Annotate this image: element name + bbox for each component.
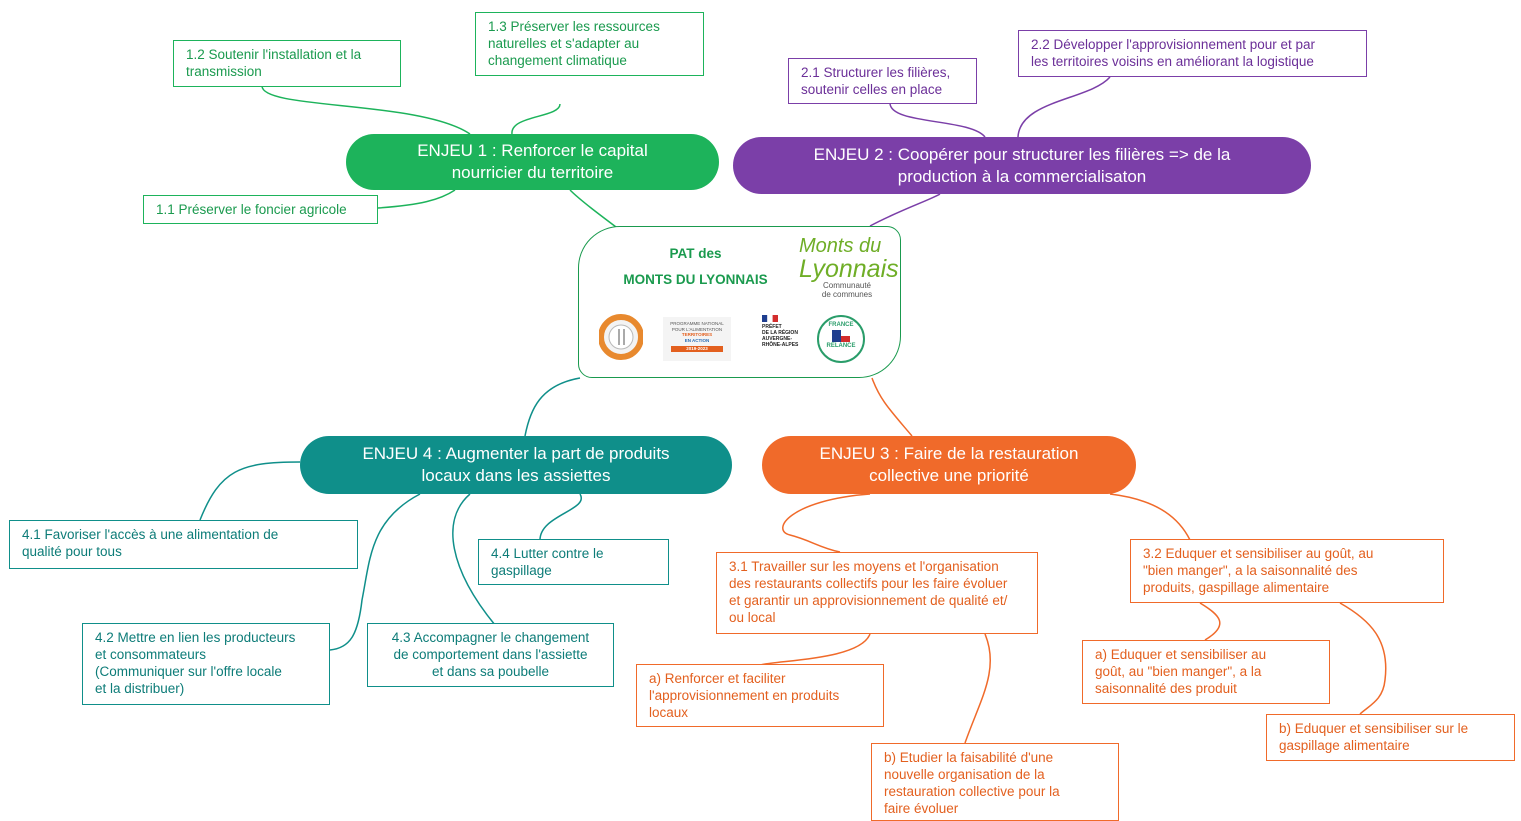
- link-center-enjeu4: [524, 377, 581, 437]
- center-node[interactable]: PAT des MONTS DU LYONNAIS Monts du Lyonn…: [578, 226, 901, 378]
- link-enjeu4-4.2: [329, 493, 421, 651]
- logo-line4: de communes: [821, 290, 873, 299]
- link-center-enjeu1: [569, 189, 621, 231]
- pnaa-line1: PROGRAMME NATIONAL: [670, 321, 724, 326]
- france-relance-logo: FRANCE RELANCE: [817, 315, 865, 363]
- link-center-enjeu2: [869, 193, 941, 227]
- link-enjeu3-3.2: [1109, 493, 1191, 541]
- link-enjeu1-1.2: [261, 85, 471, 135]
- item-3-1[interactable]: 3.1 Travailler sur les moyens et l'organ…: [716, 552, 1038, 634]
- item-4-2[interactable]: 4.2 Mettre en lien les producteurs et co…: [82, 623, 330, 705]
- prefet-line2: DE LA RÉGION: [762, 330, 798, 336]
- item-4-1[interactable]: 4.1 Favoriser l'accès à une alimentation…: [9, 520, 358, 569]
- pnaa-line2: POUR L'ALIMENTATION: [671, 326, 723, 332]
- center-title-line2: MONTS DU LYONNAIS: [623, 272, 768, 287]
- enjeu-2-pill[interactable]: ENJEU 2 : Coopérer pour structurer les f…: [733, 137, 1311, 194]
- french-flag-icon: [762, 315, 778, 322]
- enjeu-1-pill[interactable]: ENJEU 1 : Renforcer le capital nourricie…: [346, 134, 719, 190]
- center-title: PAT des MONTS DU LYONNAIS: [579, 241, 812, 293]
- item-1-3[interactable]: 1.3 Préserver les ressources naturelles …: [475, 12, 704, 76]
- center-title-line1: PAT des: [669, 246, 722, 261]
- link-enjeu3-3.1: [782, 493, 871, 553]
- item-2-2[interactable]: 2.2 Développer l'approvisionnement pour …: [1018, 30, 1367, 77]
- enjeu-3-pill[interactable]: ENJEU 3 : Faire de la restauration colle…: [762, 436, 1136, 494]
- item-4-3[interactable]: 4.3 Accompagner le changement de comport…: [367, 623, 614, 687]
- prefet-logo: PRÉFET DE LA RÉGION AUVERGNE- RHÔNE-ALPE…: [762, 315, 812, 361]
- link-enjeu2-2.1: [889, 102, 986, 138]
- logo-line2: Lyonnais: [799, 255, 899, 283]
- flag-icon: [832, 330, 850, 342]
- item-2-1[interactable]: 2.1 Structurer les filières, soutenir ce…: [788, 58, 977, 104]
- monts-du-lyonnais-logo: Monts du Lyonnais Communauté de communes: [799, 235, 899, 299]
- relance-line1: FRANCE: [828, 322, 854, 328]
- item-1-1[interactable]: 1.1 Préserver le foncier agricole: [143, 195, 378, 224]
- logo-line1: Monts du: [799, 235, 882, 257]
- link-3.2-a: [1199, 602, 1221, 641]
- prefet-line1: PRÉFET: [762, 324, 782, 330]
- pat-logo: [599, 314, 643, 360]
- link-center-enjeu3: [871, 377, 913, 437]
- link-3.1-b: [964, 633, 992, 744]
- link-enjeu4-4.3: [452, 493, 496, 626]
- link-3.2-b: [1339, 602, 1387, 715]
- link-enjeu4-4.4: [539, 493, 583, 541]
- pnaa-line3: TERRITOIRES: [681, 332, 713, 337]
- item-3-2[interactable]: 3.2 Eduquer et sensibiliser au goût, au …: [1130, 539, 1444, 603]
- prefet-line3: AUVERGNE-: [762, 336, 793, 342]
- item-1-2[interactable]: 1.2 Soutenir l'installation et la transm…: [173, 40, 401, 87]
- prefet-line4: RHÔNE-ALPES: [762, 342, 799, 348]
- link-enjeu1-1.1: [377, 189, 456, 209]
- item-3-2-b[interactable]: b) Eduquer et sensibiliser sur le gaspil…: [1266, 714, 1515, 761]
- relance-line2: RELANCE: [826, 343, 856, 349]
- pnaa-line5: 2019-2023: [671, 346, 723, 352]
- logo-line3: Communauté: [822, 281, 872, 290]
- link-enjeu4-4.1: [199, 461, 301, 521]
- item-3-2-a[interactable]: a) Eduquer et sensibiliser au goût, au "…: [1082, 640, 1330, 704]
- link-enjeu2-2.2: [1017, 76, 1111, 138]
- pnaa-logo: PROGRAMME NATIONAL POUR L'ALIMENTATION T…: [663, 317, 731, 361]
- pnaa-line4: EN ACTION: [684, 337, 710, 343]
- link-enjeu1-1.3: [511, 103, 561, 135]
- item-3-1-a[interactable]: a) Renforcer et faciliter l'approvisionn…: [636, 664, 884, 727]
- link-3.1-a: [759, 633, 871, 666]
- item-3-1-b[interactable]: b) Etudier la faisabilité d'une nouvelle…: [871, 743, 1119, 821]
- enjeu-4-pill[interactable]: ENJEU 4 : Augmenter la part de produits …: [300, 436, 732, 494]
- item-4-4[interactable]: 4.4 Lutter contre le gaspillage: [478, 539, 669, 585]
